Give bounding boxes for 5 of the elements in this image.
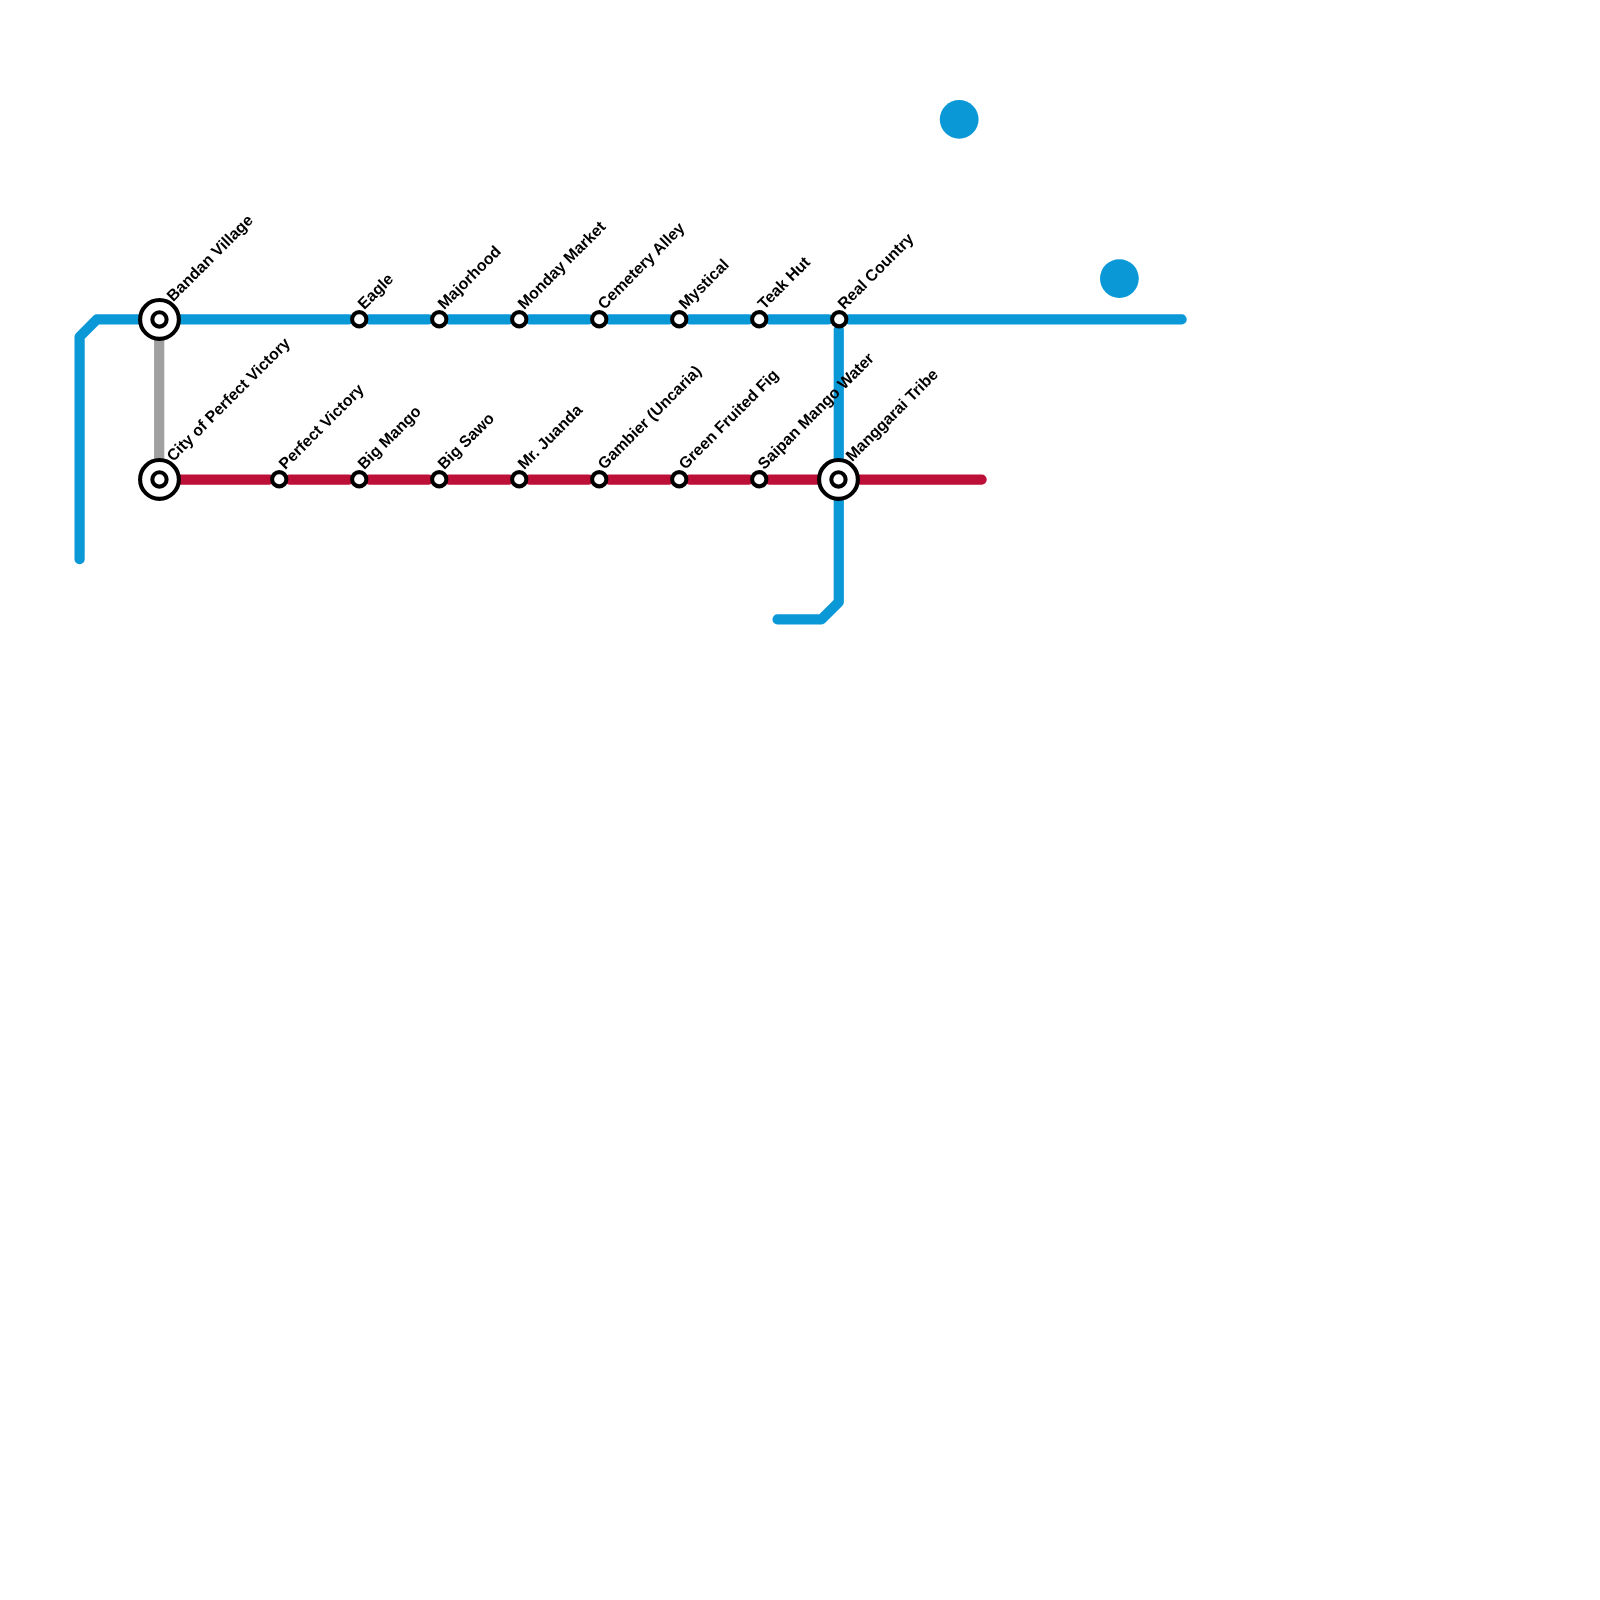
metro-line bbox=[524, 314, 594, 325]
metro-line bbox=[764, 314, 834, 325]
metro-line bbox=[364, 474, 434, 485]
metro-line bbox=[364, 314, 434, 325]
metro-line bbox=[524, 474, 594, 485]
